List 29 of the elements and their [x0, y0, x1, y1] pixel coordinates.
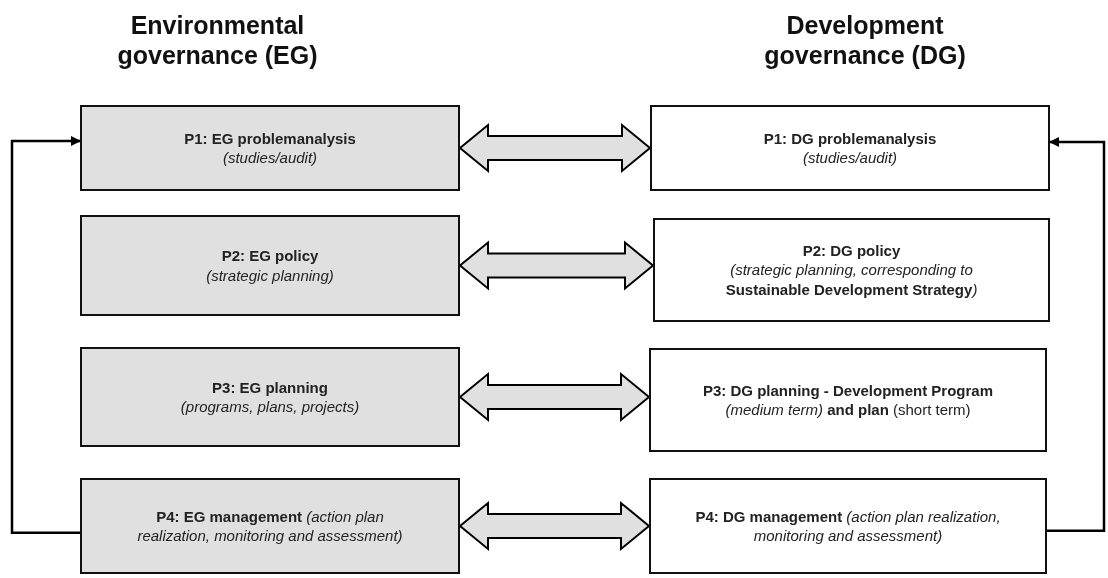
box-text: P4: DG management (action plan realization, monitoring and assessment) — [694, 506, 1002, 546]
box-description: (programs, plans, projects) — [180, 397, 360, 417]
process-box — [80, 105, 460, 191]
box-title: P3: EG planning — [212, 377, 328, 397]
box-title: P1: EG problemanalysis — [184, 128, 356, 148]
feedback-arrow — [10, 136, 81, 534]
column-heading: Environmental governance (EG) — [116, 10, 319, 70]
process-box — [80, 215, 460, 316]
box-description: (strategic planning, corresponding to Sustainable Development Strategy) — [724, 260, 979, 300]
process-box — [80, 478, 460, 574]
box-title: P2: DG policy — [802, 240, 901, 261]
feedback-arrow — [1047, 137, 1106, 533]
process-box — [653, 218, 1050, 322]
box-description: (studies/audit) — [802, 148, 898, 168]
box-title: P2: EG policy — [221, 246, 319, 266]
process-box — [80, 347, 460, 447]
double-arrow — [458, 371, 651, 423]
process-box — [649, 348, 1047, 452]
process-box — [650, 105, 1050, 191]
box-title: P1: DG problemanalysis — [763, 128, 937, 148]
double-arrow — [458, 500, 651, 552]
process-box — [649, 478, 1047, 574]
double-arrow — [458, 122, 652, 174]
double-arrow — [458, 240, 655, 291]
box-text: P3: DG planning - Development Program (medium term) and plan (short term) — [701, 380, 994, 420]
box-description: (studies/audit) — [222, 148, 318, 168]
box-text: P4: EG management (action plan realization, monitoring and assessment) — [136, 506, 404, 546]
column-heading: Development governance (DG) — [763, 10, 967, 70]
box-description: (strategic planning) — [206, 265, 334, 285]
